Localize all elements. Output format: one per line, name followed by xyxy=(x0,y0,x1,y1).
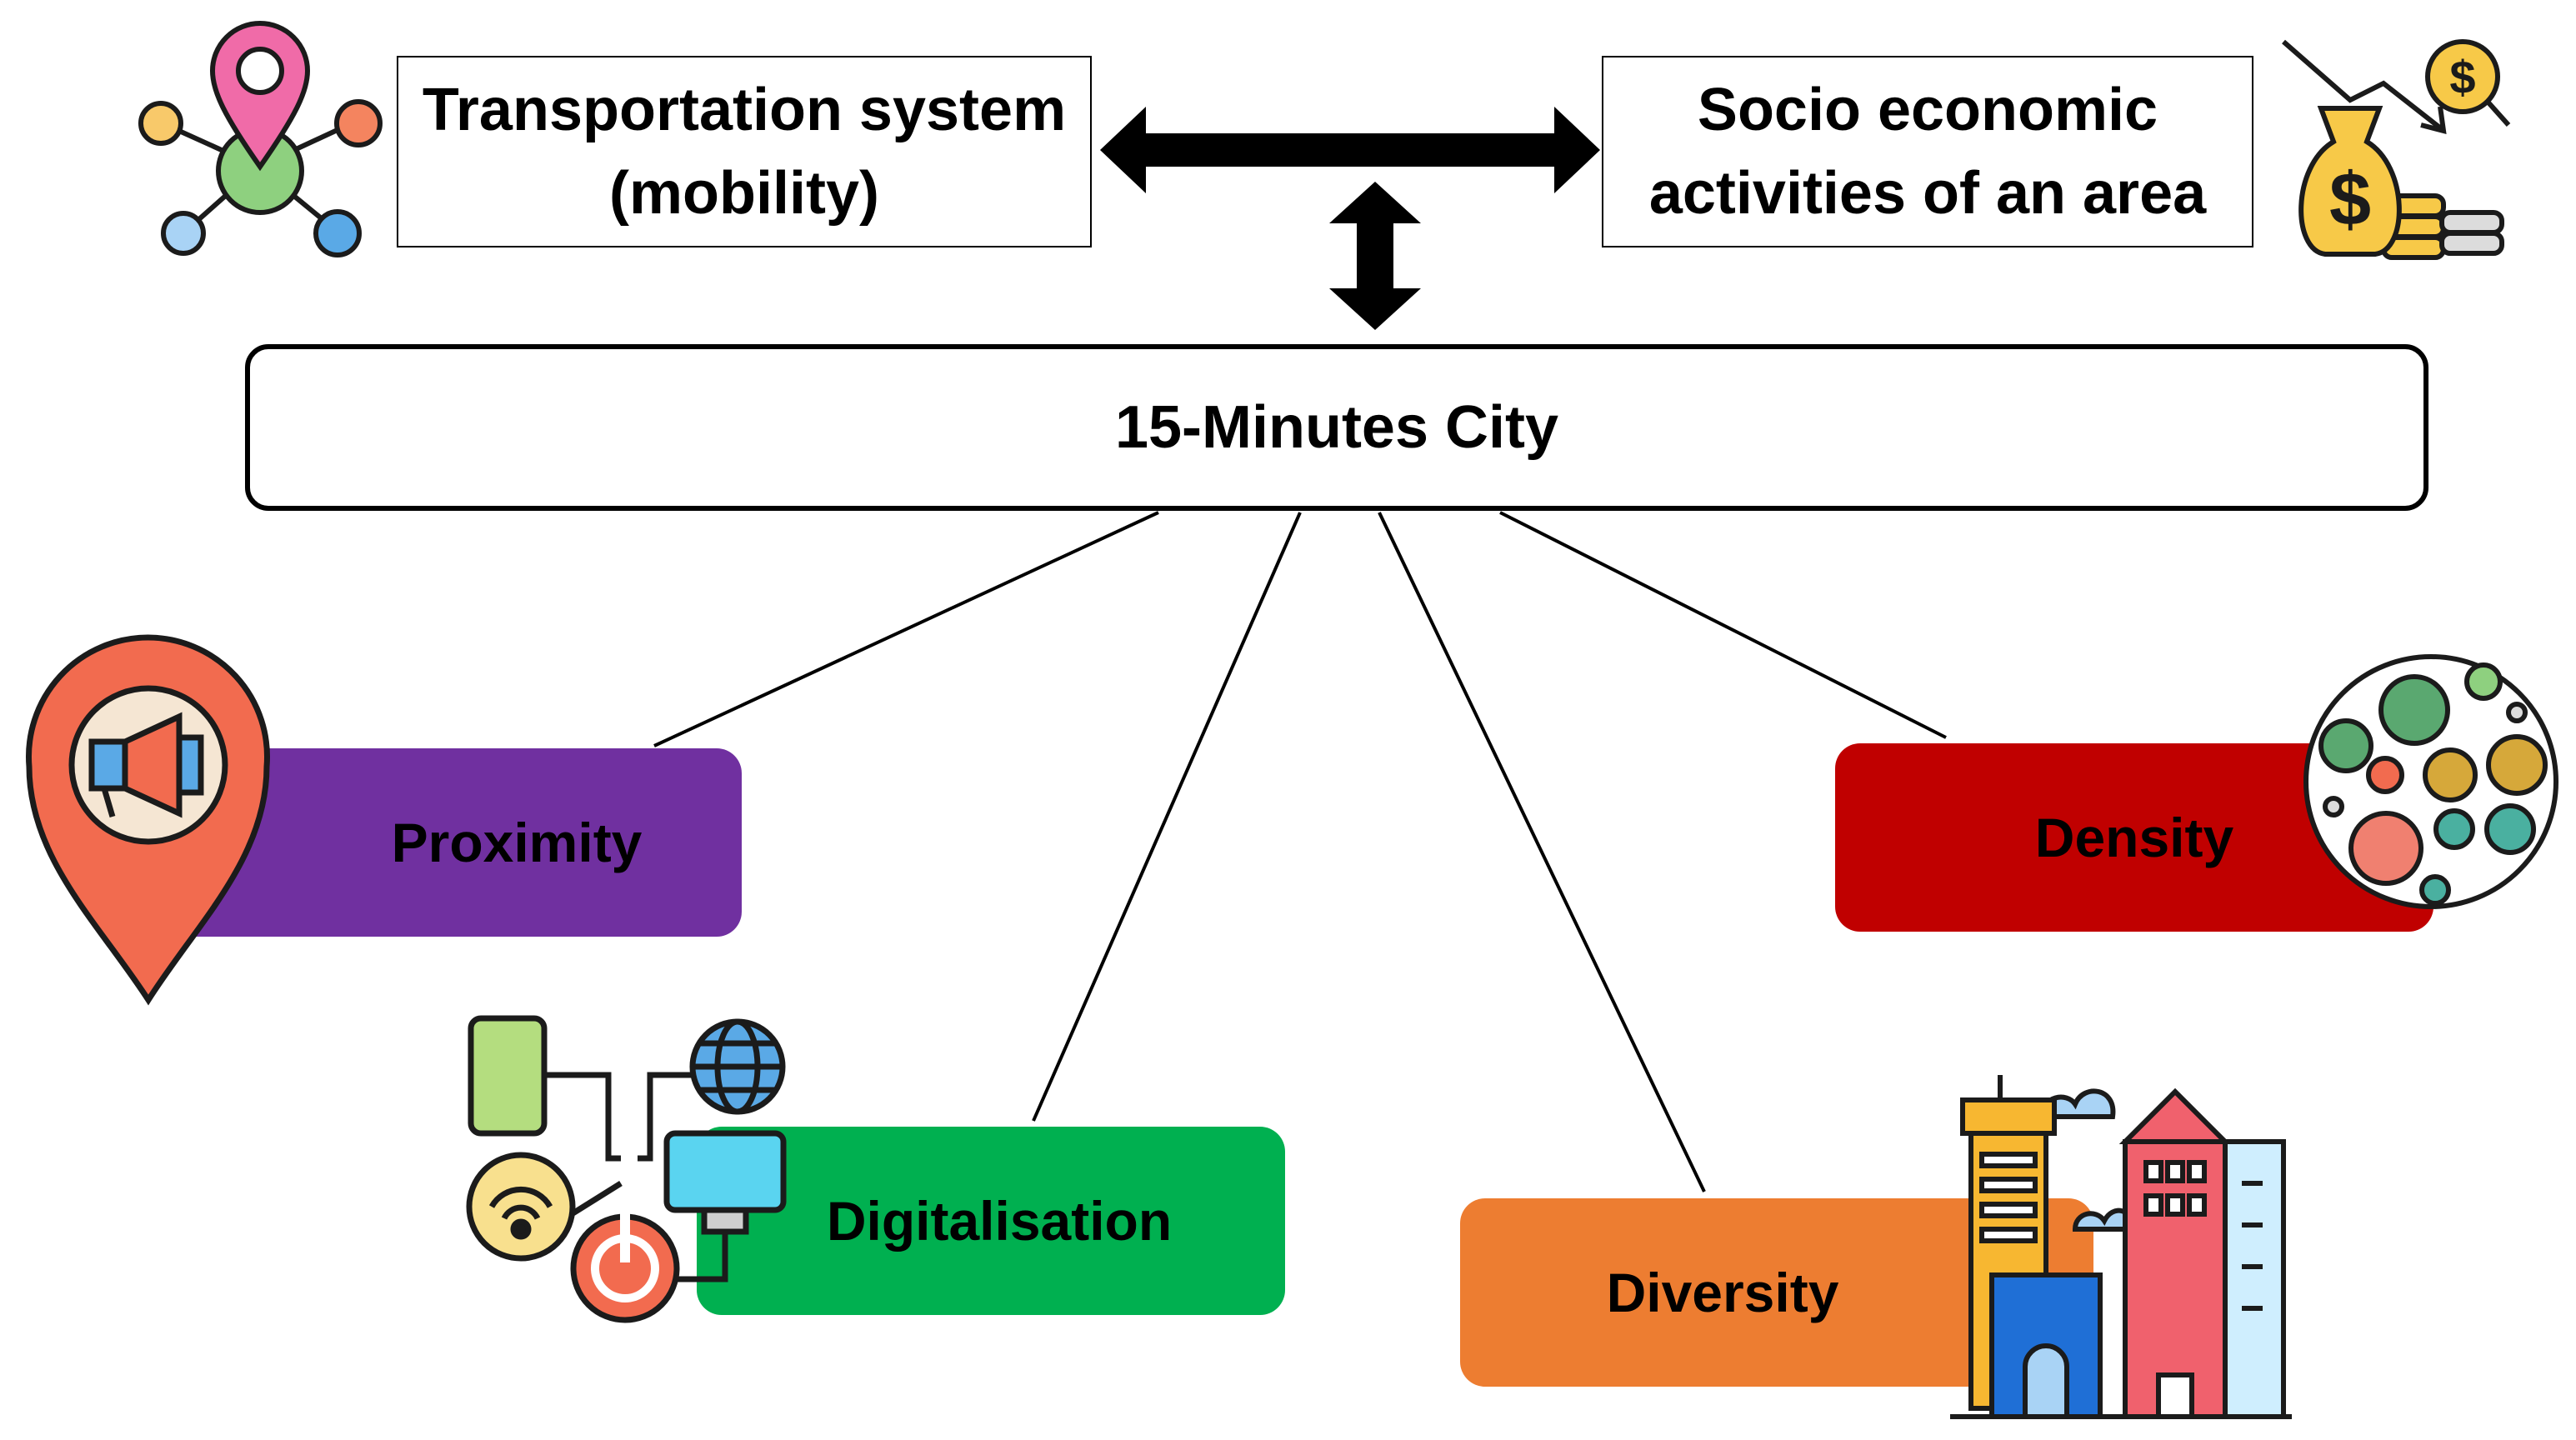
center-label: 15-Minutes City xyxy=(1114,394,1559,461)
transportation-box: Transportation system (mobility) xyxy=(397,56,1092,248)
network-pin-icon xyxy=(138,21,383,258)
proximity-label: Proximity xyxy=(391,812,643,873)
connected-devices-icon xyxy=(466,1015,787,1323)
location-pin-megaphone-icon xyxy=(26,634,270,1006)
connector-density xyxy=(1499,511,1947,739)
proximity-box: Proximity xyxy=(158,748,742,937)
transportation-line2: (mobility) xyxy=(609,160,879,227)
horizontal-double-arrow xyxy=(1100,107,1600,193)
transportation-line1: Transportation system xyxy=(422,77,1067,143)
connector-diversity xyxy=(1378,512,1706,1192)
svg-text:$: $ xyxy=(2329,158,2371,242)
money-bag-declining-chart-icon: $ $ xyxy=(2282,39,2511,260)
diversity-label: Diversity xyxy=(1606,1262,1839,1323)
circles-density-icon xyxy=(2303,654,2558,909)
connector-digitalisation xyxy=(1032,512,1302,1122)
svg-text:$: $ xyxy=(2449,51,2475,103)
fifteen-minutes-city-box: 15-Minutes City xyxy=(245,344,2428,511)
connector-proximity xyxy=(653,511,1159,748)
socio-economic-box: Socio economic activities of an area xyxy=(1602,56,2253,248)
socio-economic-line1: Socio economic xyxy=(1697,77,2158,143)
socio-economic-line2: activities of an area xyxy=(1648,160,2207,227)
digitalisation-box: Digitalisation xyxy=(697,1127,1285,1315)
city-buildings-icon xyxy=(1950,1075,2292,1419)
digitalisation-label: Digitalisation xyxy=(826,1190,1173,1252)
density-label: Density xyxy=(2034,807,2234,868)
vertical-double-arrow xyxy=(1329,182,1421,330)
